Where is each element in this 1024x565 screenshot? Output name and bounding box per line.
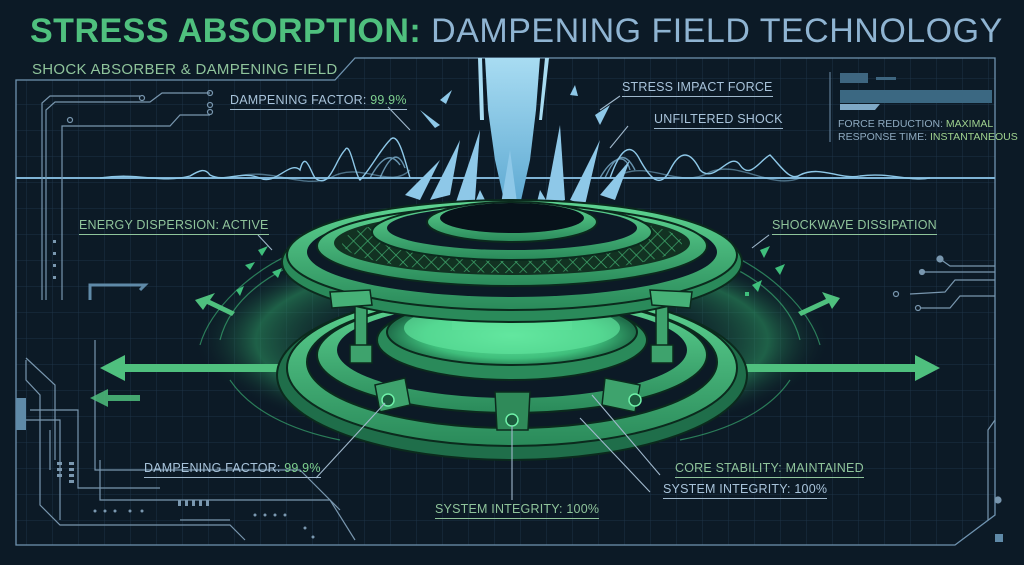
callout-shockwave-dissipation: SHOCKWAVE DISSIPATION <box>772 218 937 235</box>
right-circuit-traces <box>892 255 1002 520</box>
page-title: STRESS ABSORPTION: DAMPENING FIELD TECHN… <box>30 11 1003 51</box>
shockwave-waveform <box>99 137 931 183</box>
info-panel-graphics <box>829 72 992 142</box>
callout-system-integrity-right: SYSTEM INTEGRITY: 100% <box>663 482 828 499</box>
callout-system-integrity-center: SYSTEM INTEGRITY: 100% <box>435 502 600 519</box>
callout-dampening-factor-bottom: DAMPENING FACTOR: 99.9% <box>144 461 321 478</box>
arrow-upleft-icon <box>195 293 235 316</box>
dispersion-arrows <box>90 292 940 407</box>
left-circuit-traces <box>20 89 356 541</box>
upper-ring-stack <box>281 199 743 323</box>
title-rest: DAMPENING FIELD TECHNOLOGY <box>421 12 1003 50</box>
arrow-left-small-icon <box>90 389 140 407</box>
arrow-right-icon <box>730 355 940 381</box>
arrow-upright-icon <box>798 292 840 316</box>
debris-particles <box>236 246 785 296</box>
info-panel: FORCE REDUCTION: MAXIMAL RESPONSE TIME: … <box>838 118 1018 144</box>
page-subtitle: SHOCK ABSORBER & DAMPENING FIELD <box>32 61 338 78</box>
title-highlight: STRESS ABSORPTION: <box>30 12 422 50</box>
callout-core-stability: CORE STABILITY: MAINTAINED <box>675 461 864 478</box>
corner-marker <box>995 534 1003 542</box>
ring-end-caps <box>329 289 693 309</box>
info-row-response-time: RESPONSE TIME: INSTANTANEOUS <box>838 131 1018 143</box>
arrow-left-icon <box>100 355 300 381</box>
callout-dampening-factor-top: DAMPENING FACTOR: 99.9% <box>230 93 407 110</box>
callout-unfiltered-shock: UNFILTERED SHOCK <box>654 112 783 129</box>
left-bracket-bar <box>88 283 149 300</box>
shock-shards <box>405 85 630 215</box>
left-pin-array <box>53 240 315 539</box>
support-pillars <box>349 299 674 364</box>
callout-stress-impact-force: STRESS IMPACT FORCE <box>622 80 773 97</box>
callout-energy-dispersion: ENERGY DISPERSION: ACTIVE <box>79 218 269 235</box>
callout-leaders <box>257 95 770 500</box>
connector-chip <box>16 398 26 430</box>
impact-jet <box>478 58 549 205</box>
info-row-force-reduction: FORCE REDUCTION: MAXIMAL <box>838 118 994 130</box>
